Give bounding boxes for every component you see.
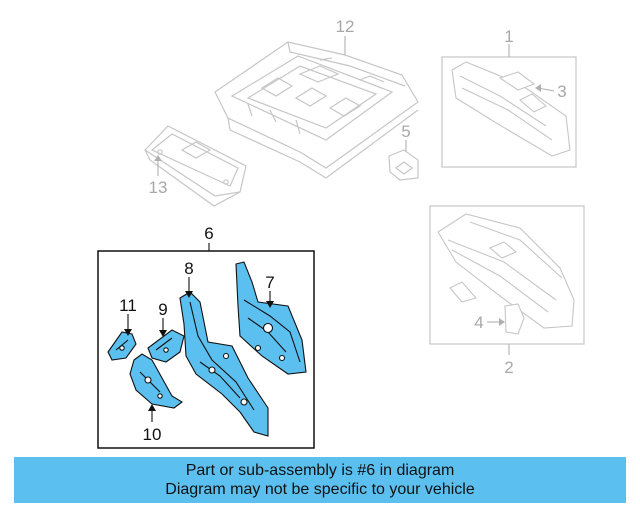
part-2-side-bracket[interactable] [449,281,477,303]
callout-12: 12 [336,17,355,36]
callout-11: 11 [119,296,137,315]
notice-banner: Part or sub-assembly is #6 in diagram Di… [14,457,626,503]
part-2-frame [429,205,585,345]
notice-line-2: Diagram may not be specific to your vehi… [165,481,475,498]
callout-6: 6 [204,224,213,243]
part-5-bracket[interactable] [388,149,419,181]
part-11-corner-bracket[interactable] [107,331,137,361]
callout-7: 7 [265,273,274,292]
callout-4: 4 [474,313,483,332]
callout-1: 1 [504,27,513,46]
callout-3: 3 [557,82,566,101]
part-4-small-bracket[interactable] [504,303,525,335]
callout-8: 8 [184,259,193,278]
callout-9: 9 [158,300,167,319]
part-3-small-bracket[interactable] [498,71,536,91]
callout-13: 13 [149,178,168,197]
notice-line-1: Part or sub-assembly is #6 in diagram [185,462,455,479]
part-1-rear-panel[interactable] [451,61,571,157]
part-7-quarter-inner-panel[interactable] [235,261,307,375]
part-8-wheelhouse-panel[interactable] [179,291,269,437]
part-13-cross-member[interactable] [144,125,247,207]
leader-arrowheads-gray [154,84,541,326]
callout-5: 5 [401,122,410,141]
leader-lines [157,36,555,355]
callout-10: 10 [143,425,162,444]
part-2-rear-body-panel[interactable] [437,213,575,329]
leader-arrowheads-black [124,291,274,411]
part-10-lower-bracket[interactable] [129,353,183,409]
part-12-rear-floor-pan[interactable] [214,41,419,179]
callout-2: 2 [504,358,513,377]
part-9-gusset[interactable] [147,329,185,363]
